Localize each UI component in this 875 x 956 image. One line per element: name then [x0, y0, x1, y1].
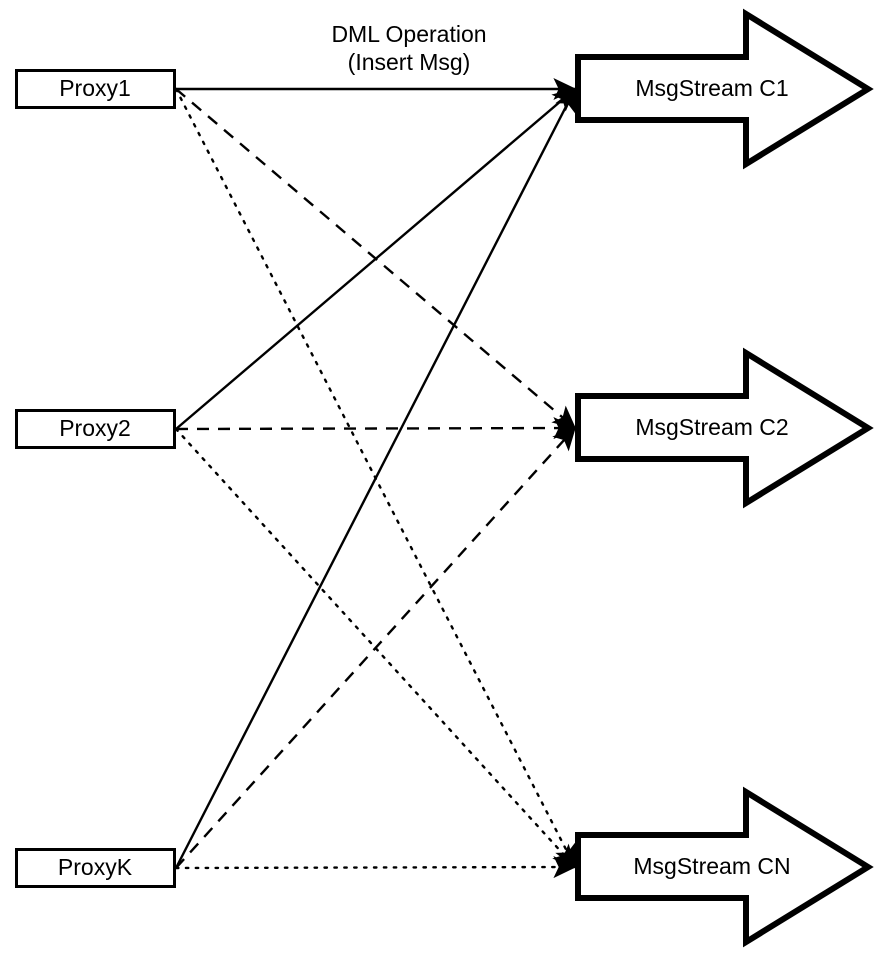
edge-proxyk-to-stream-cn[interactable]: [174, 856, 577, 879]
msgstream-c1-label: MsgStream C1: [635, 75, 788, 101]
msgstream-cn-label: MsgStream CN: [633, 853, 790, 879]
edge-label-dml-operation: DML Operation (Insert Msg): [331, 21, 486, 75]
proxyk-box[interactable]: [15, 848, 176, 888]
proxy-node-proxy2[interactable]: Proxy2: [15, 409, 176, 449]
edge-proxyk-to-stream-c1[interactable]: [174, 87, 577, 869]
proxy-node-proxy1[interactable]: Proxy1: [15, 69, 176, 109]
msgstream-node-c1[interactable]: MsgStream C1: [575, 8, 874, 170]
proxy2-label: Proxy2: [59, 415, 131, 441]
msgstream-c1-arrow-shape[interactable]: [575, 8, 874, 170]
edge-layer: [174, 77, 577, 879]
edge-proxyk-to-stream-c2[interactable]: [175, 426, 576, 869]
proxyk-label: ProxyK: [58, 854, 133, 880]
edge-label-line2: (Insert Msg): [348, 49, 471, 75]
msgstream-c2-label: MsgStream C2: [635, 414, 788, 440]
proxy2-box[interactable]: [15, 409, 176, 449]
proxy1-label: Proxy1: [59, 75, 131, 101]
proxy-node-proxyk[interactable]: ProxyK: [15, 848, 176, 888]
msgstream-node-c2[interactable]: MsgStream C2: [575, 347, 874, 509]
msgstream-c2-arrow-shape[interactable]: [575, 347, 874, 509]
msgstream-node-cn[interactable]: MsgStream CN: [575, 786, 874, 948]
edge-label-line1: DML Operation: [331, 21, 486, 47]
msgstream-cn-arrow-shape[interactable]: [575, 786, 874, 948]
edge-proxy2-to-stream-c1[interactable]: [175, 88, 577, 430]
edge-proxy2-to-stream-c2[interactable]: [175, 417, 577, 440]
proxy1-box[interactable]: [15, 69, 176, 109]
